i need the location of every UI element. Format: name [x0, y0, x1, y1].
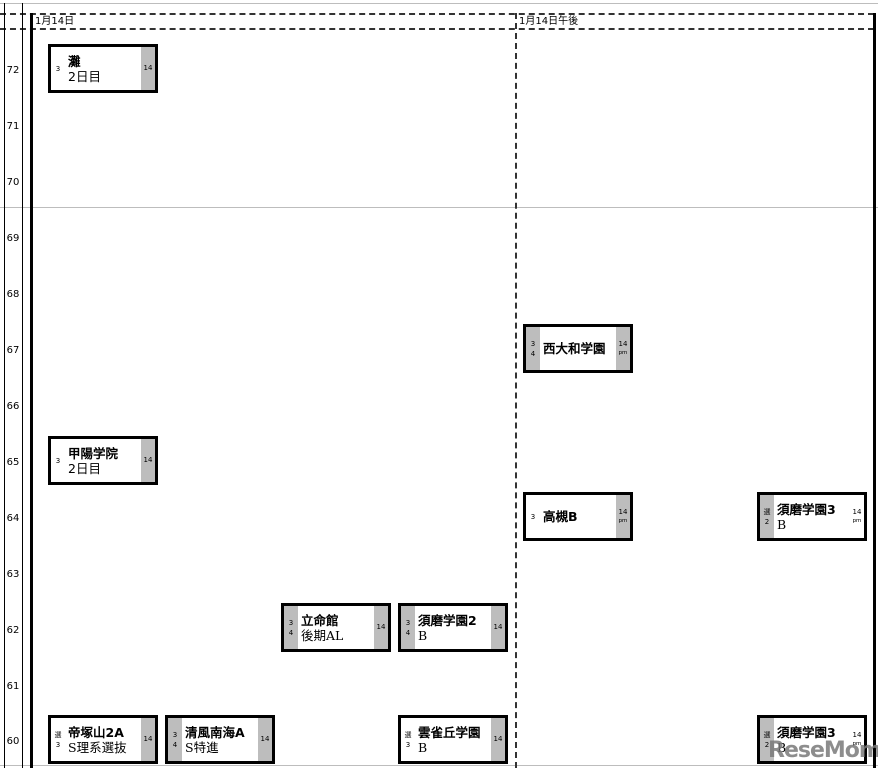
school-name: 西大和学園	[543, 341, 606, 356]
row-label-71: 71	[6, 121, 20, 132]
row-label-60: 60	[6, 736, 20, 747]
card-tags: 3	[530, 512, 536, 521]
exam-session: B	[777, 739, 787, 755]
card-date: 14	[374, 606, 388, 649]
card-date: 14	[491, 718, 505, 761]
bottom-border	[0, 765, 878, 766]
exam-session: B	[418, 627, 428, 643]
row-label-63: 63	[6, 569, 20, 580]
row-label-62: 62	[6, 625, 20, 636]
resemom-watermark-logo: ReseMom	[768, 738, 878, 763]
exam-session: S理系選抜	[68, 739, 127, 755]
row-label-72: 72	[6, 65, 20, 76]
card-date: 14	[141, 47, 155, 90]
card-tags: 3	[55, 64, 61, 73]
column-header-jan14-pm: 1月14日午後	[519, 16, 579, 27]
row-label-67: 67	[6, 345, 20, 356]
row-label-61: 61	[6, 681, 20, 692]
exam-session: 2日目	[68, 68, 101, 84]
card-date: 14	[258, 718, 272, 761]
label-divider	[22, 3, 23, 768]
left-border	[4, 3, 5, 768]
exam-session: 2日目	[68, 460, 101, 476]
card-date: 14	[141, 718, 155, 761]
school-name: 清風南海A	[185, 724, 245, 740]
row-separator-70-69	[0, 207, 878, 208]
school-name: 帝塚山2A	[68, 724, 124, 740]
schedule-right-edge	[873, 13, 876, 768]
top-border	[0, 3, 878, 4]
column-divider	[515, 13, 517, 768]
school-name: 立命館	[301, 612, 339, 628]
row-label-66: 66	[6, 401, 20, 412]
school-name: 灘	[68, 53, 81, 69]
card-tags: 3	[55, 456, 61, 465]
row-label-69: 69	[6, 233, 20, 244]
school-name: 須磨学園3	[777, 724, 836, 740]
card-date: 14	[141, 439, 155, 482]
row-label-64: 64	[6, 513, 20, 524]
row-label-65: 65	[6, 457, 20, 468]
school-name: 須磨学園3	[777, 501, 836, 517]
exam-session: B	[777, 516, 787, 532]
card-date: 14	[491, 606, 505, 649]
school-name: 須磨学園2	[418, 612, 477, 628]
row-label-70: 70	[6, 177, 20, 188]
header-dash-top	[0, 13, 874, 15]
exam-session: S特進	[185, 739, 219, 755]
school-name: 甲陽学院	[68, 445, 119, 461]
exam-session: 後期AL	[301, 627, 344, 643]
school-name: 高槻B	[543, 509, 578, 524]
exam-session: B	[418, 739, 428, 755]
schedule-left-edge	[30, 13, 33, 768]
row-label-68: 68	[6, 289, 20, 300]
school-name: 雲雀丘学園	[418, 724, 481, 740]
column-header-jan14: 1月14日	[35, 16, 75, 27]
header-dash-bottom	[0, 28, 874, 30]
